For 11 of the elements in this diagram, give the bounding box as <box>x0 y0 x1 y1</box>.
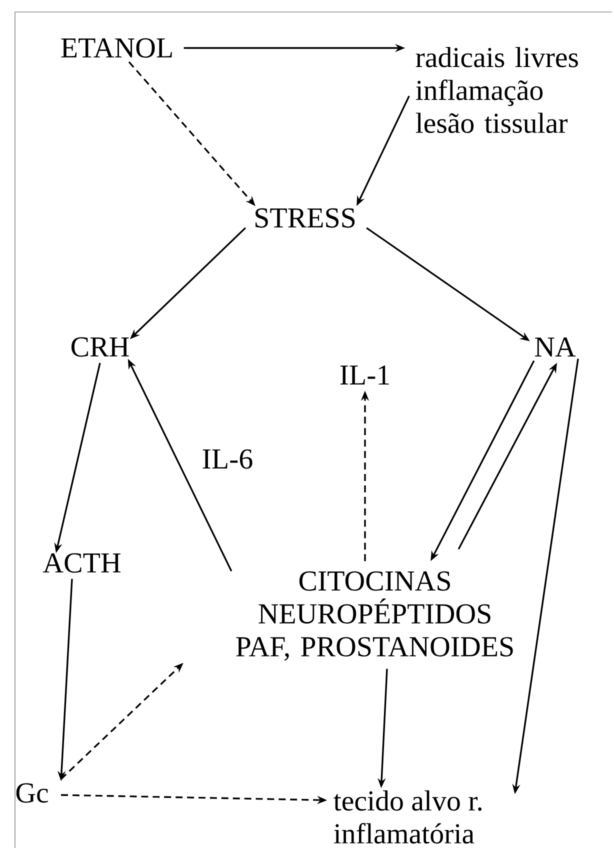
edge-label: IL-6 <box>200 447 256 471</box>
node-label: Gc <box>16 783 48 803</box>
node-label: radicais livres inflamação lesão tissular <box>416 46 578 134</box>
node-label: STRESS <box>256 208 355 228</box>
node-label: ETANOL <box>61 38 172 58</box>
mediator-label: CITOCINAS NEUROPÉPTIDOS PAF, PROSTANOIDES <box>236 571 513 661</box>
node-label: ACTH <box>42 553 120 573</box>
node-label: IL-1 <box>340 365 389 385</box>
node-label: NA <box>534 337 576 357</box>
node-label: CRH <box>71 337 129 357</box>
node-label: tecido alvo r. inflamatória <box>334 790 482 844</box>
